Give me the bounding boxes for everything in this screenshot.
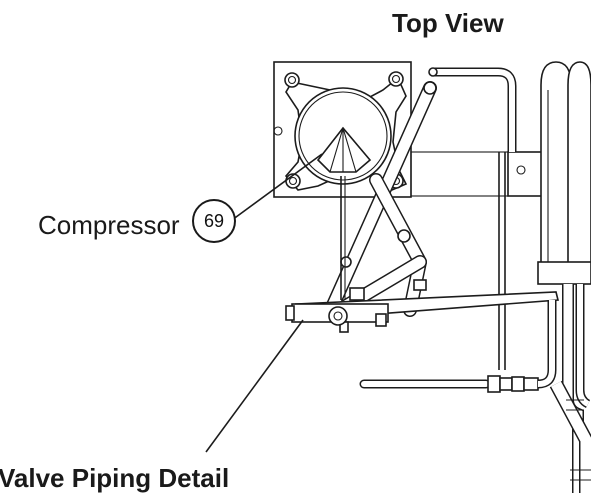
discharge-piping — [323, 81, 437, 319]
valve-body-inner — [333, 311, 343, 321]
tube-fitting — [340, 256, 352, 268]
filter-drier — [487, 375, 501, 393]
frame-panel — [410, 151, 509, 197]
riser — [537, 300, 555, 387]
compressor-leader-line — [231, 153, 323, 221]
mounting-bolt-inner — [287, 75, 297, 85]
plate-hole — [273, 126, 283, 136]
suction-line — [433, 69, 515, 152]
tube-fitting — [397, 229, 411, 243]
outlet-tube — [551, 381, 591, 493]
valve-bar-assembly — [285, 279, 560, 333]
compressor-label: Compressor — [38, 210, 180, 240]
callout-bubble: 69 — [192, 199, 236, 243]
drier-fitting — [499, 377, 513, 391]
valve-stem — [349, 287, 365, 301]
drier-fitting — [511, 376, 525, 392]
compressor-body-rim — [298, 91, 388, 181]
valve-port — [375, 313, 387, 327]
dome-line — [329, 127, 344, 173]
valve-leader-line — [205, 319, 304, 453]
suction-line-outline — [433, 67, 517, 152]
pipe-end — [428, 67, 438, 77]
lower-piping — [359, 284, 591, 493]
valve-cap — [285, 305, 295, 321]
valve-port — [413, 279, 427, 291]
dome-line — [342, 127, 371, 161]
mounting-bolt — [284, 72, 300, 88]
bracket-hole — [516, 165, 526, 175]
mounting-bolt — [388, 71, 404, 87]
valve-body — [328, 306, 348, 326]
drain-tube — [577, 284, 590, 407]
drier-fitting — [523, 377, 539, 391]
coil-tube — [540, 61, 572, 284]
mounting-bolt-inner — [288, 176, 298, 186]
mounting-bolt-inner — [391, 74, 401, 84]
coil-header — [537, 261, 591, 285]
dome-line — [342, 127, 357, 173]
view-title: Top View — [392, 8, 504, 38]
coil-tube — [567, 61, 591, 284]
valve-piping-detail-label: Valve Piping Detail — [0, 463, 230, 493]
condenser-frame — [410, 61, 591, 370]
tube-fitting — [423, 81, 437, 95]
compressor-assembly — [273, 61, 412, 198]
